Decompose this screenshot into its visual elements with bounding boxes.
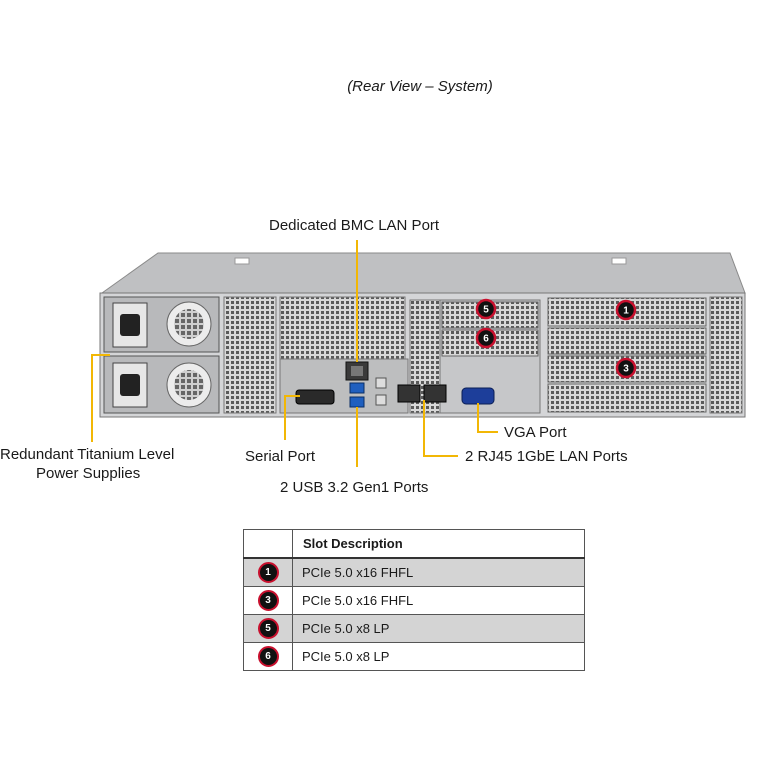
vga-port-shape: [461, 387, 495, 405]
callout-lines: [91, 240, 498, 467]
callout-usb-ports: 2 USB 3.2 Gen1 Ports: [280, 479, 429, 496]
callout-psu-line1: Redundant Titanium Level: [0, 446, 175, 463]
chassis-lid: [100, 252, 746, 294]
slot-badge-3: 3: [615, 357, 637, 379]
table-row: 3 PCIe 5.0 x16 FHFL: [243, 586, 585, 615]
callout-line-psu: [91, 354, 110, 442]
slot-description: PCIe 5.0 x16 FHFL: [292, 557, 585, 587]
vent-grille-right: [709, 296, 743, 414]
table-row: 6 PCIe 5.0 x8 LP: [243, 642, 585, 671]
power-supply-2: [103, 355, 220, 414]
vent-grille-center: [279, 296, 406, 360]
table-row: 5 PCIe 5.0 x8 LP: [243, 614, 585, 643]
serial-port-shape: [295, 389, 335, 405]
callout-serial-port: Serial Port: [245, 448, 316, 465]
callout-psu-line2: Power Supplies: [36, 465, 141, 482]
svg-text:1: 1: [623, 306, 629, 317]
vent-grille-left: [223, 296, 277, 414]
slot-badge-5: 5: [475, 298, 497, 320]
callout-line-serial: [284, 395, 300, 440]
callout-bmc-lan: Dedicated BMC LAN Port: [269, 217, 440, 234]
table-row: 1 PCIe 5.0 x16 FHFL: [243, 557, 585, 587]
svg-text:5: 5: [483, 305, 489, 316]
view-title: (Rear View – System): [347, 78, 493, 95]
slot-badge-1: 1: [615, 299, 637, 321]
slot-description: PCIe 5.0 x8 LP: [292, 614, 585, 643]
lan-port-2-shape: [423, 384, 447, 403]
svg-text:6: 6: [483, 334, 489, 345]
slot-description: PCIe 5.0 x8 LP: [292, 642, 585, 671]
callout-line-lan: [423, 400, 458, 457]
slot-badges: 5 6 1 3: [475, 298, 637, 379]
slot-table-header-blank: [243, 529, 293, 559]
callout-line-vga: [477, 403, 498, 433]
slot-description-table: Slot Description 1 PCIe 5.0 x16 FHFL 3 P…: [243, 529, 585, 671]
slot-number-badge: 5: [257, 618, 279, 639]
callout-vga-port: VGA Port: [504, 424, 567, 441]
slot-number-badge: 6: [257, 646, 279, 667]
slot-description: PCIe 5.0 x16 FHFL: [292, 586, 585, 615]
lan-port-1-shape: [397, 384, 421, 403]
power-supply-1: [103, 296, 220, 353]
slot-badge-6: 6: [475, 327, 497, 349]
slot-number-badge: 1: [257, 562, 279, 583]
usb-port-shape: [349, 382, 365, 394]
slot-table-header: Slot Description: [292, 529, 585, 559]
svg-text:3: 3: [623, 364, 629, 375]
callout-lan-ports: 2 RJ45 1GbE LAN Ports: [465, 448, 628, 465]
slot-number-badge: 3: [257, 590, 279, 611]
